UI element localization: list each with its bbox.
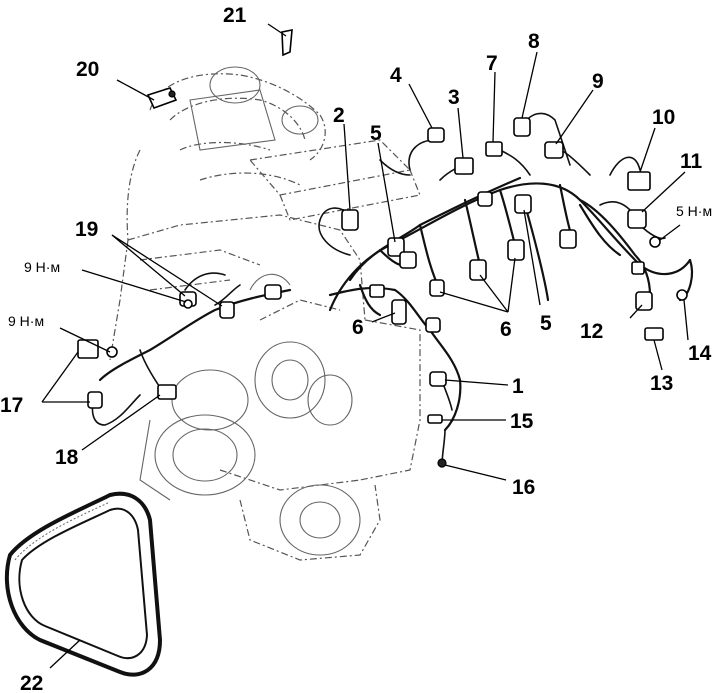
- callout-16: 16: [512, 476, 535, 499]
- connector-11: [627, 209, 647, 229]
- connector-15: [427, 414, 443, 424]
- torque-label-left-upper: 9 Н·м: [24, 259, 60, 275]
- ground-bolt-5nm: [649, 236, 661, 248]
- bolt-9nm-lower: [106, 346, 118, 358]
- callout-19: 19: [75, 218, 98, 241]
- torque-label-left-lower: 9 Н·м: [8, 313, 44, 329]
- connector-14: [676, 289, 688, 301]
- connector-6-mid: [469, 259, 487, 281]
- callout-5-right: 5: [540, 312, 552, 335]
- callout-7: 7: [486, 52, 498, 75]
- callout-10: 10: [652, 106, 675, 129]
- connector-13: [644, 327, 664, 341]
- front-pulleys: [139, 66, 361, 556]
- callout-6-right: 6: [500, 318, 512, 341]
- connector-16: [437, 458, 447, 468]
- connector-3: [454, 157, 474, 175]
- connector-5-right: [514, 194, 532, 214]
- torque-label-right: 5 Н·м: [676, 203, 712, 219]
- sensor-17-lower: [87, 391, 103, 409]
- connector-6-left: [391, 299, 407, 325]
- connector-5-left: [387, 237, 405, 257]
- drive-belt: [4, 491, 163, 677]
- connector-2: [341, 209, 359, 231]
- callout-13: 13: [650, 372, 673, 395]
- callout-5-top: 5: [370, 122, 382, 145]
- wiring-harness: [91, 112, 694, 466]
- connector-10: [627, 171, 651, 191]
- callout-11: 11: [680, 150, 703, 173]
- callout-6-left: 6: [352, 316, 364, 339]
- callout-3: 3: [448, 86, 460, 109]
- callout-2: 2: [333, 104, 345, 127]
- connector-6-right: [507, 239, 525, 261]
- connector-18: [157, 384, 177, 400]
- connector-1: [429, 371, 447, 387]
- callout-14: 14: [688, 342, 712, 365]
- connector-12: [635, 291, 653, 311]
- sensor-21: [281, 29, 293, 57]
- connector-7: [485, 141, 503, 157]
- callout-21: 21: [223, 4, 247, 27]
- callout-17: 17: [0, 394, 23, 417]
- connectors: [77, 29, 688, 468]
- engine-outline: [109, 73, 421, 561]
- callout-20: 20: [76, 58, 99, 81]
- connector-4: [427, 127, 445, 143]
- callout-4: 4: [390, 64, 402, 87]
- torque-labels: 5 Н·м 9 Н·м 9 Н·м: [8, 203, 712, 329]
- connector-9: [544, 141, 564, 159]
- sensor-17-upper: [77, 339, 99, 359]
- callout-15: 15: [510, 410, 534, 433]
- callout-18: 18: [55, 446, 79, 469]
- callout-22: 22: [20, 672, 43, 693]
- leader-lines: [41, 23, 689, 669]
- callout-labels: 21 20 2 4 3 7 8 9 10 11 5 5 6 6 12 14 13…: [0, 4, 712, 693]
- connector-8: [513, 117, 531, 137]
- connector-19-b: [219, 301, 235, 319]
- callout-1: 1: [512, 375, 524, 398]
- callout-8: 8: [528, 30, 540, 53]
- callout-12: 12: [580, 320, 603, 343]
- callout-9: 9: [592, 70, 604, 93]
